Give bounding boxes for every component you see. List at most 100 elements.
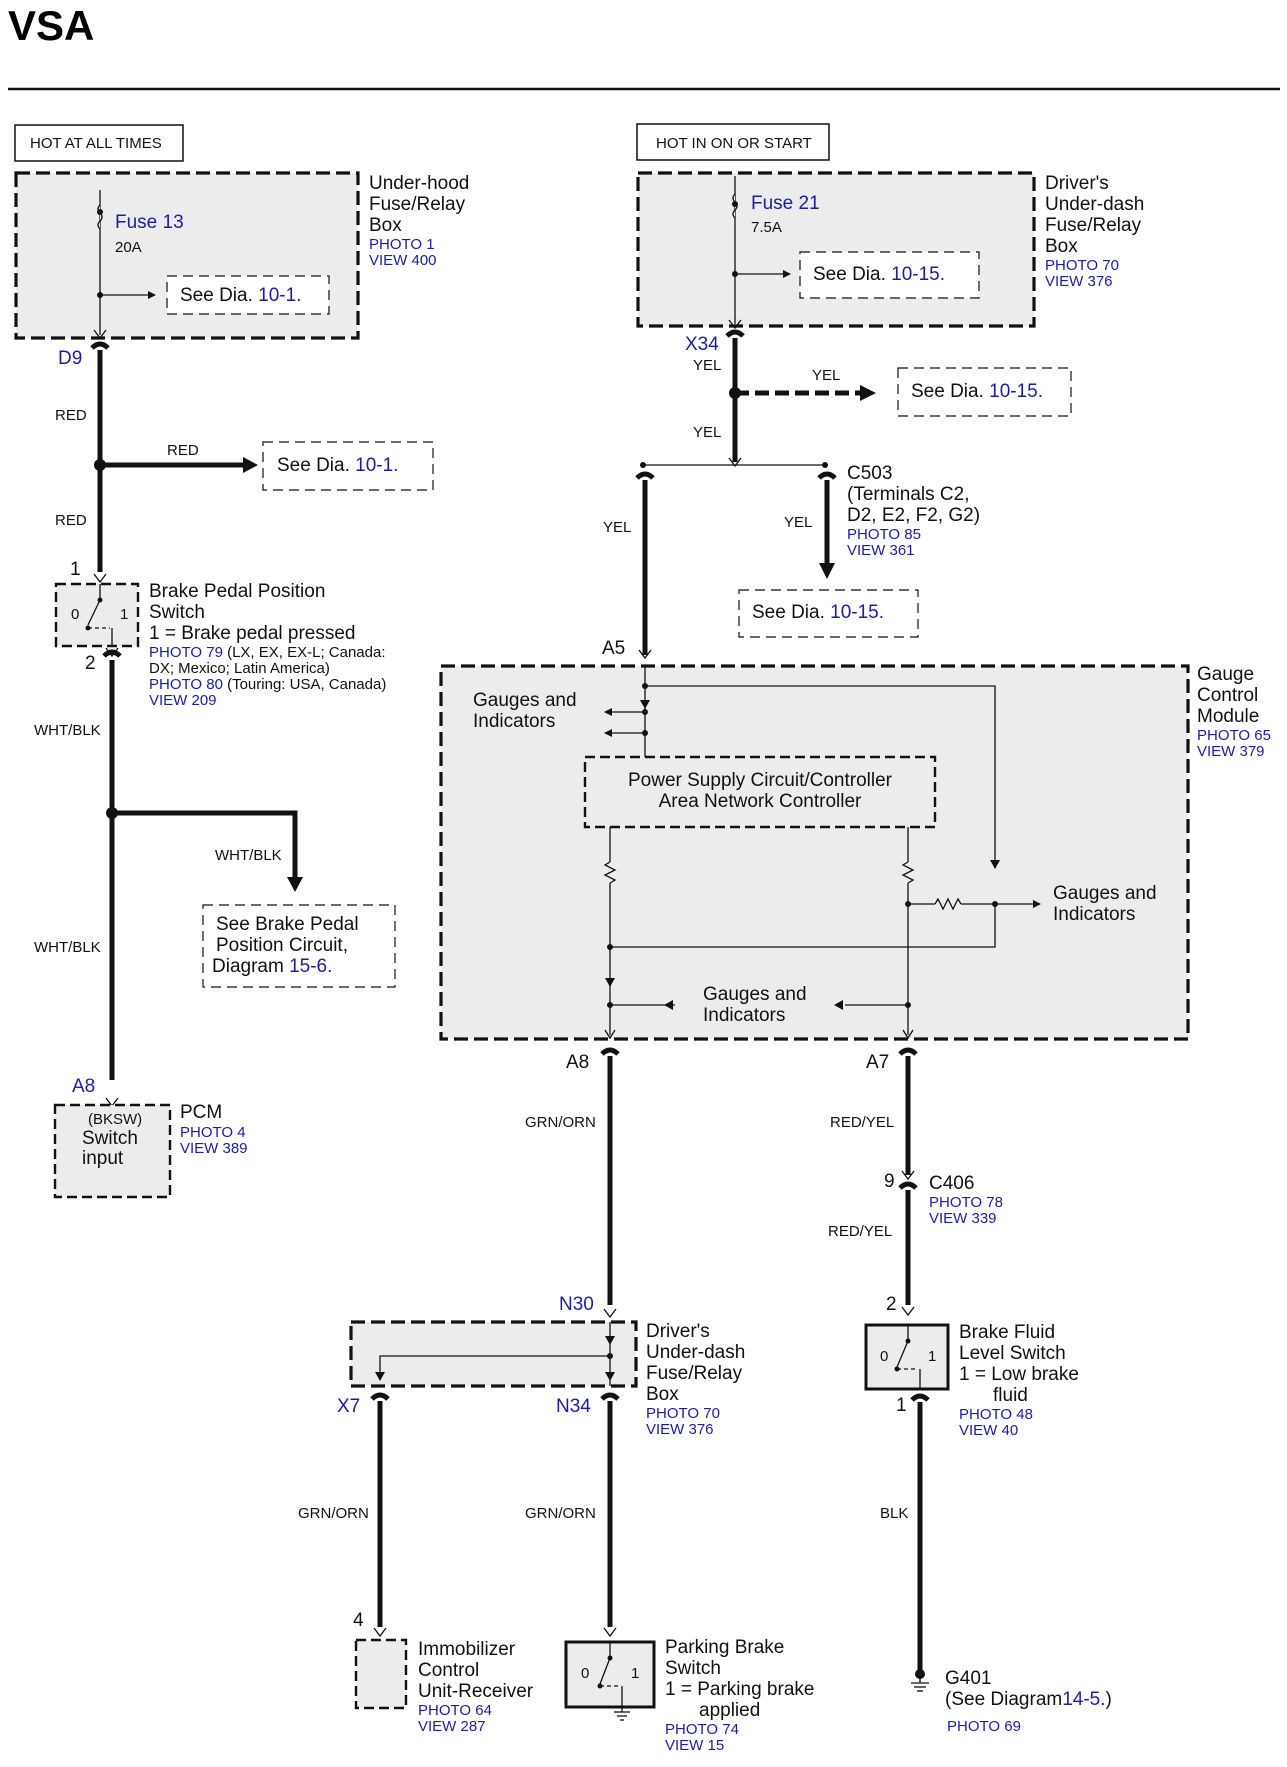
pin-1b: 1: [896, 1395, 907, 1416]
dash-bottom-name-2: Under-dash: [646, 1342, 745, 1363]
yel-see-dia-box: [897, 367, 1072, 417]
gcm-right-arrow-head: [834, 1000, 843, 1010]
wht-blk-label-2: WHT/BLK: [215, 847, 282, 864]
parking-pos0: 0: [581, 1665, 589, 1682]
immobilizer-box: [354, 1638, 408, 1710]
g401-photo: PHOTO 69: [947, 1718, 1021, 1735]
red-see-dia: See Dia. 10-1.: [277, 455, 398, 476]
fuse-13-label: Fuse 13: [115, 212, 184, 233]
dash-top-name-4: Box: [1045, 236, 1078, 257]
underhood-name-1: Under-hood: [369, 173, 469, 194]
parking-name-2: Switch: [665, 1658, 721, 1679]
underhood-name-2: Fuse/Relay: [369, 194, 466, 215]
fluid-terminal-mark-top: [901, 1306, 915, 1317]
brake-pedal-view: VIEW 209: [149, 692, 217, 709]
pcm-view: VIEW 389: [180, 1140, 248, 1157]
brake-pedal-name-3: 1 = Brake pedal pressed: [149, 623, 356, 644]
immobilizer-name-1: Immobilizer: [418, 1639, 516, 1660]
fuse-21-node: [732, 201, 738, 207]
pcm-box: [53, 1103, 172, 1199]
gcm-node-995: [992, 901, 998, 907]
c406-name: C406: [929, 1173, 974, 1194]
gcm-gi1-line-1: Gauges and: [473, 690, 577, 711]
gcm-name-3: Module: [1197, 706, 1259, 727]
red-branch-arrow-icon: [243, 457, 258, 473]
brake-circuit-box: [202, 904, 396, 988]
g401-name: G401: [945, 1668, 991, 1689]
fluid-pos1: 1: [928, 1348, 936, 1365]
fluid-view: VIEW 40: [959, 1422, 1018, 1439]
wht-blk-branch-wire: [112, 810, 298, 880]
pin-9: 9: [884, 1171, 895, 1192]
dash-top-name-2: Under-dash: [1045, 194, 1144, 215]
gcm-name-1: Gauge: [1197, 664, 1254, 685]
a8-gcm-connector-icon: [600, 1047, 620, 1056]
gcm-left-arrow-head: [664, 1000, 673, 1010]
dash-top-fuse-box: [636, 171, 1036, 328]
pcm-photo: PHOTO 4: [180, 1124, 246, 1141]
fuse-13-amp: 20A: [115, 239, 142, 256]
hot-at-all-times-label: HOT AT ALL TIMES: [30, 135, 162, 152]
resistor-icon-1: [603, 861, 617, 884]
terminal-n34: N34: [556, 1396, 591, 1417]
gcm-name-2: Control: [1197, 685, 1258, 706]
fuse-21-label: Fuse 21: [751, 193, 820, 214]
x7-connector-icon: [370, 1392, 390, 1401]
dash-top-terminal-mark: [728, 319, 742, 330]
immobilizer-name-3: Unit-Receiver: [418, 1681, 534, 1702]
c406-view: VIEW 339: [929, 1210, 997, 1227]
fluid-name-4: fluid: [993, 1385, 1028, 1406]
yel-see-dia: See Dia. 10-15.: [911, 381, 1043, 402]
pcm-input: input: [82, 1148, 124, 1169]
underhood-photo: PHOTO 1: [369, 236, 435, 253]
grn-orn-label-1: GRN/ORN: [525, 1114, 596, 1131]
wht-blk-label-1: WHT/BLK: [34, 722, 101, 739]
yel-label-5: YEL: [784, 514, 812, 531]
parking-photo: PHOTO 74: [665, 1721, 739, 1738]
dash-bottom-view: VIEW 376: [646, 1421, 714, 1438]
pin2-connector-icon: [102, 649, 122, 658]
fuse-13-node: [97, 209, 103, 215]
fluid-pos0: 0: [880, 1348, 888, 1365]
dash-bottom-name-4: Box: [646, 1384, 679, 1405]
fluid-name-1: Brake Fluid: [959, 1322, 1055, 1343]
terminal-x7: X7: [337, 1396, 360, 1417]
immobilizer-photo: PHOTO 64: [418, 1702, 492, 1719]
c503-name-2: (Terminals C2,: [847, 484, 969, 505]
brake-pedal-photo-3: PHOTO 80 (Touring: USA, Canada): [149, 676, 386, 693]
gcm-gi2-line-1: Gauges and: [1053, 883, 1157, 904]
fluid-name-3: 1 = Low brake: [959, 1364, 1079, 1385]
dash-top-name-1: Driver's: [1045, 173, 1109, 194]
underhood-view: VIEW 400: [369, 252, 437, 269]
parking-name-3: 1 = Parking brake: [665, 1679, 814, 1700]
dash-top-see-dia-box: [799, 251, 980, 299]
a7-connector-icon: [898, 1047, 918, 1056]
brake-pedal-pos1: 1: [120, 606, 128, 623]
brake-pedal-pos0: 0: [71, 606, 79, 623]
c503-see-dia: See Dia. 10-15.: [752, 602, 884, 623]
parking-ground-icon: [614, 1711, 630, 1721]
terminal-a5: A5: [602, 638, 625, 659]
brake-pedal-switch-box: [54, 582, 140, 648]
gcm-gi1-line-2: Indicators: [473, 711, 555, 732]
pcm-switch: Switch: [82, 1128, 138, 1149]
c503-bus-end-right: [822, 462, 828, 468]
parking-name-1: Parking Brake: [665, 1637, 784, 1658]
parking-pos1: 1: [631, 1665, 639, 1682]
underhood-see-dia: See Dia. 10-1.: [180, 285, 301, 306]
c406-connector-icon: [898, 1181, 918, 1190]
red-yel-label-2: RED/YEL: [828, 1223, 892, 1240]
dash-bottom-arrow-top: [605, 1336, 615, 1345]
c503-photo: PHOTO 85: [847, 526, 921, 543]
gcm-gi3-line-1: Gauges and: [703, 984, 807, 1005]
immobilizer-view: VIEW 287: [418, 1718, 486, 1735]
grn-orn-label-2: GRN/ORN: [298, 1505, 369, 1522]
c406-terminal-mark-top: [901, 1170, 915, 1181]
yel-label-4: YEL: [603, 519, 631, 536]
yel-label-1: YEL: [693, 357, 721, 374]
hot-in-on-label-box: [636, 123, 830, 161]
d9-connector-icon: [90, 341, 110, 350]
brake-circuit-line-2: Position Circuit,: [216, 935, 348, 956]
brake-circuit-line-3: Diagram 15-6.: [212, 956, 332, 977]
